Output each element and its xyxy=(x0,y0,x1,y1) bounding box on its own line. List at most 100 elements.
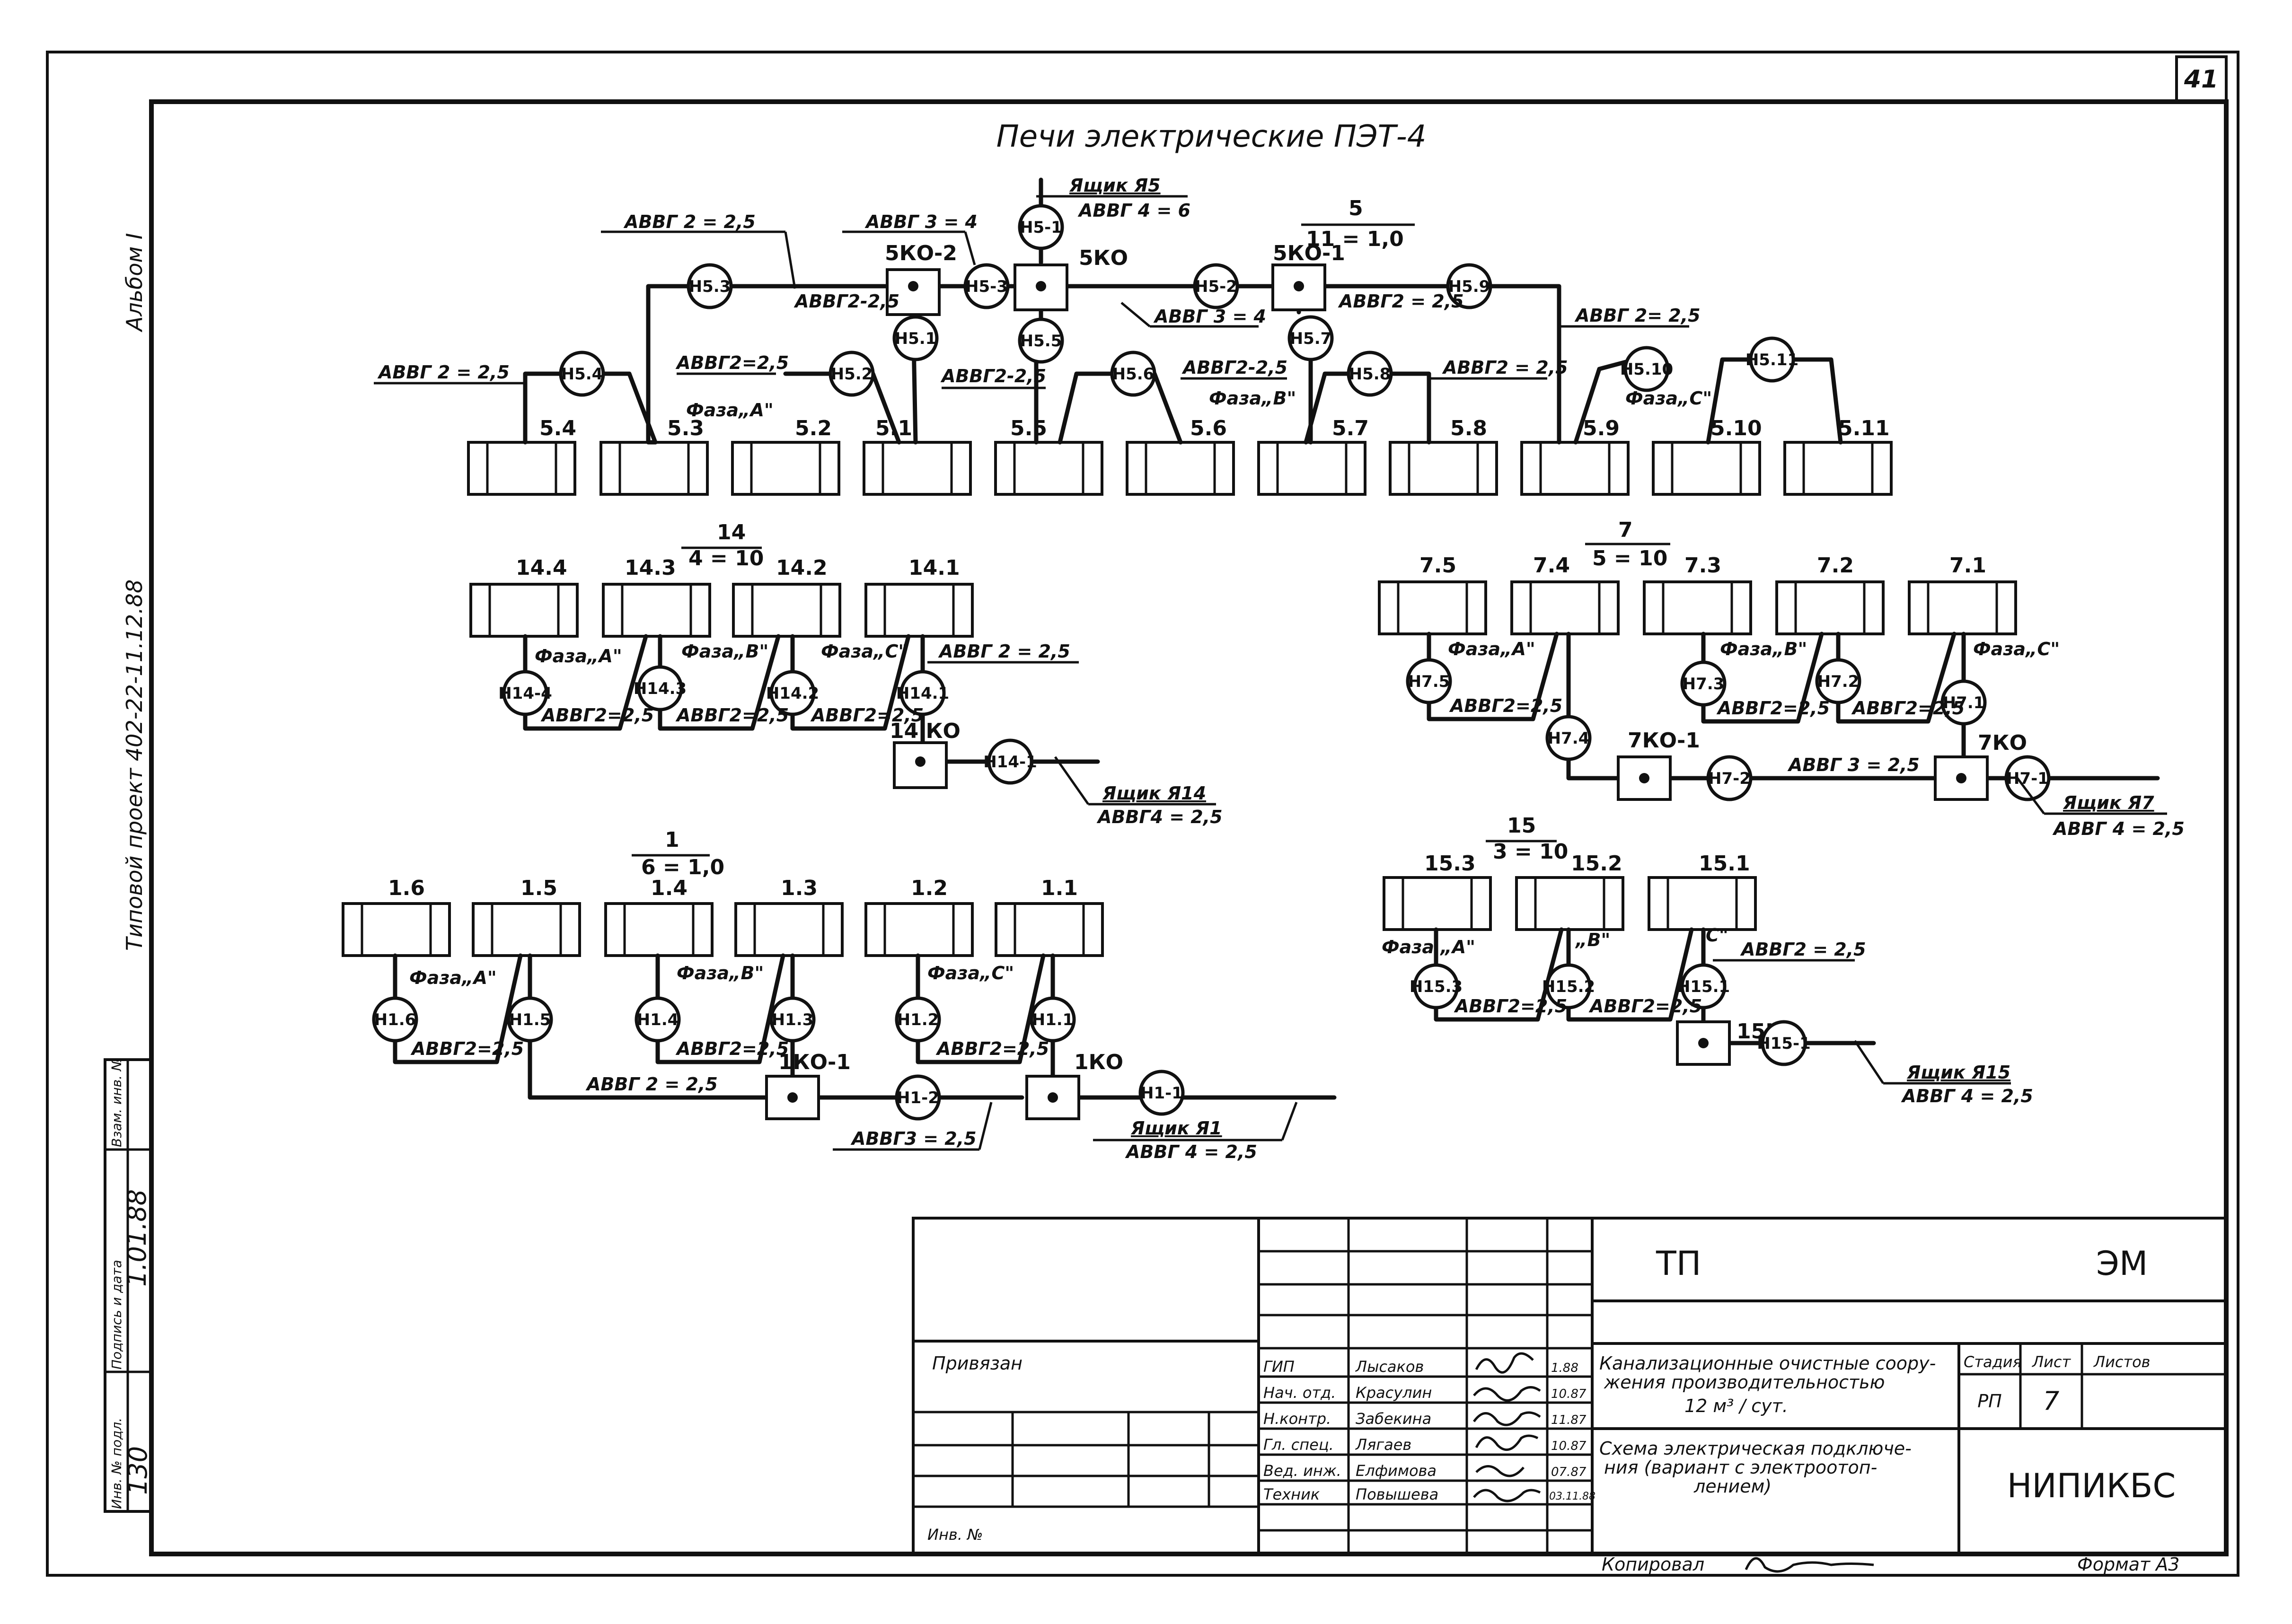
cable-5-h: АВВГ2-2,5 xyxy=(1181,357,1287,378)
terminal-1-1: 1.1 xyxy=(1041,876,1078,900)
heading-5: 5 xyxy=(1349,196,1363,220)
node-H5-2: Н5.2 xyxy=(831,365,873,384)
phase-14-A: Фаза„А" xyxy=(535,646,622,667)
drawing-line-1: Схема электрическая подключе- xyxy=(1599,1438,1912,1459)
terminal-1-6: 1.6 xyxy=(388,876,425,900)
name-6: Повышева xyxy=(1356,1485,1438,1503)
cable-14-supply: АВВГ4 = 2,5 xyxy=(1096,807,1223,827)
phase-5-B: Фаза„В" xyxy=(1209,388,1296,409)
organization: НИПИКБС xyxy=(2007,1466,2176,1505)
terminal-5-7: 5.7 xyxy=(1332,416,1369,440)
heading-15-sub: 3 = 10 xyxy=(1493,840,1568,864)
cable-1-e: АВВГ3 = 2,5 xyxy=(850,1128,977,1149)
cable-5-e: АВВГ2=2,5 xyxy=(675,352,789,373)
copied-label: Копировал xyxy=(1602,1554,1704,1575)
node-H7-1b: Н7-1 xyxy=(2006,769,2049,788)
date-4: 10.87 xyxy=(1551,1439,1587,1453)
signature-4 xyxy=(1475,1434,1539,1451)
sign-date-label: Подпись и дата xyxy=(109,1260,124,1369)
stage-header: Стадия xyxy=(1964,1353,2022,1371)
phase-1-C: Фаза„С" xyxy=(927,963,1014,983)
sheet-no-value: 7 xyxy=(2043,1386,2059,1416)
terminal-5-11: 5.11 xyxy=(1838,416,1890,440)
terminal-7-5: 7.5 xyxy=(1419,553,1456,578)
cable-5-supply: АВВГ 4 = 6 xyxy=(1077,200,1190,221)
format-label: Формат А3 xyxy=(2077,1554,2179,1575)
role-nach-otd: Нач. отд. xyxy=(1263,1384,1336,1402)
phase-7-C: Фаза„С" xyxy=(1973,639,2060,659)
supply-box-7: Ящик Я7 xyxy=(2063,792,2154,813)
node-H1-4: Н1.4 xyxy=(637,1010,679,1029)
cable-5-c: АВВГ 3 = 4 xyxy=(864,211,978,232)
phase-7-A: Фаза„А" xyxy=(1448,639,1535,659)
terminal-5-2: 5.2 xyxy=(795,416,832,440)
phase-14-B: Фаза„В" xyxy=(681,641,768,662)
node-H1-6: Н1.6 xyxy=(374,1010,416,1029)
heading-15: 15 xyxy=(1507,814,1536,838)
date-5: 07.87 xyxy=(1551,1465,1587,1479)
date-2: 10.87 xyxy=(1551,1387,1587,1401)
cable-5-i: АВВГ2 = 2,5 xyxy=(1338,291,1464,312)
node-H5-9: Н5.9 xyxy=(1448,277,1490,296)
cable-15-c: АВВГ2 = 2,5 xyxy=(1740,939,1866,960)
project-label: Типовой проект 402-22-11.12.88 xyxy=(122,579,147,951)
cable-5-d: АВВГ2-2,5 xyxy=(793,291,899,312)
sheet-number: 41 xyxy=(2184,65,2218,94)
heading-7-sub: 5 = 10 xyxy=(1592,546,1667,571)
cable-14-d: АВВГ 2 = 2,5 xyxy=(938,641,1070,662)
node-H15-1b: Н15-1 xyxy=(1757,1034,1811,1053)
box-label-5KO-1: 5КО-1 xyxy=(1273,241,1345,265)
node-H5-4: Н5.4 xyxy=(561,365,603,384)
terminal-15-3: 15.3 xyxy=(1424,852,1476,876)
node-H5-8: Н5.8 xyxy=(1349,365,1391,384)
signature-2 xyxy=(1473,1386,1541,1402)
doc-code-left: ТП xyxy=(1656,1244,1701,1283)
node-H5-10: Н5.10 xyxy=(1620,360,1673,379)
role-gip: ГИП xyxy=(1263,1358,1295,1376)
name-4: Лягаев xyxy=(1355,1436,1411,1454)
heading-14: 14 xyxy=(717,520,746,544)
terminal-1-3: 1.3 xyxy=(781,876,818,900)
node-H14-1: Н14.1 xyxy=(896,684,949,703)
date-1: 1.88 xyxy=(1551,1361,1578,1375)
terminal-5-9: 5.9 xyxy=(1583,416,1620,440)
title-block: Привязан Инв. № ГИП Нач. отд. Н.контр. Г… xyxy=(912,1217,2228,1555)
terminal-7-4: 7.4 xyxy=(1533,553,1570,578)
node-H7-1: Н7.1 xyxy=(1943,693,1985,712)
heading-7: 7 xyxy=(1618,518,1633,542)
side-stamp: Взам. инв. № Подпись и дата 1.01.88 Инв.… xyxy=(104,1057,153,1513)
signature-1 xyxy=(1475,1352,1534,1374)
outer-border xyxy=(46,51,2239,1577)
sheet-number-box xyxy=(2175,55,2228,103)
role-gl-spets: Гл. спец. xyxy=(1263,1436,1334,1454)
inv-orig-value: 130 xyxy=(123,1446,153,1495)
box-label-14KO: 14 КО xyxy=(890,719,961,743)
node-H7-3: Н7.3 xyxy=(1683,675,1725,693)
node-H7-2b: Н7-2 xyxy=(1708,769,1751,788)
cable-15-a: АВВГ2=2,5 xyxy=(1454,996,1567,1017)
supply-box-5: Ящик Я5 xyxy=(1069,175,1161,196)
node-H5-6: Н5.6 xyxy=(1112,365,1155,384)
node-H1-2b: Н1-2 xyxy=(897,1089,939,1107)
node-H7-2: Н7.2 xyxy=(1817,672,1860,691)
node-H1-2: Н1.2 xyxy=(897,1010,939,1029)
phase-14-C: Фаза„С" xyxy=(821,641,908,662)
cable-15-supply: АВВГ 4 = 2,5 xyxy=(1901,1086,2033,1106)
node-H1-1: Н1.1 xyxy=(1032,1010,1074,1029)
cable-7-supply: АВВГ 4 = 2,5 xyxy=(2052,818,2185,839)
replace-inv-label: Взам. инв. № xyxy=(109,1057,124,1147)
terminal-7-3: 7.3 xyxy=(1684,553,1721,578)
node-H5-7: Н5.7 xyxy=(1290,329,1332,348)
cable-14-b: АВВГ2=2,5 xyxy=(675,705,789,726)
cable-1-b: АВВГ2=2,5 xyxy=(675,1038,789,1059)
node-H15-1: Н15.1 xyxy=(1677,977,1730,996)
drawing-line-3: лением) xyxy=(1693,1476,1772,1497)
cable-1-supply: АВВГ 4 = 2,5 xyxy=(1125,1141,1257,1162)
node-H1-3: Н1.3 xyxy=(772,1010,814,1029)
heading-14-sub: 4 = 10 xyxy=(688,546,764,571)
phase-15-C: С" xyxy=(1706,925,1728,946)
terminal-5-8: 5.8 xyxy=(1450,416,1487,440)
box-label-1KO: 1КО xyxy=(1074,1050,1123,1074)
heading-1-sub: 6 = 1,0 xyxy=(641,855,724,879)
